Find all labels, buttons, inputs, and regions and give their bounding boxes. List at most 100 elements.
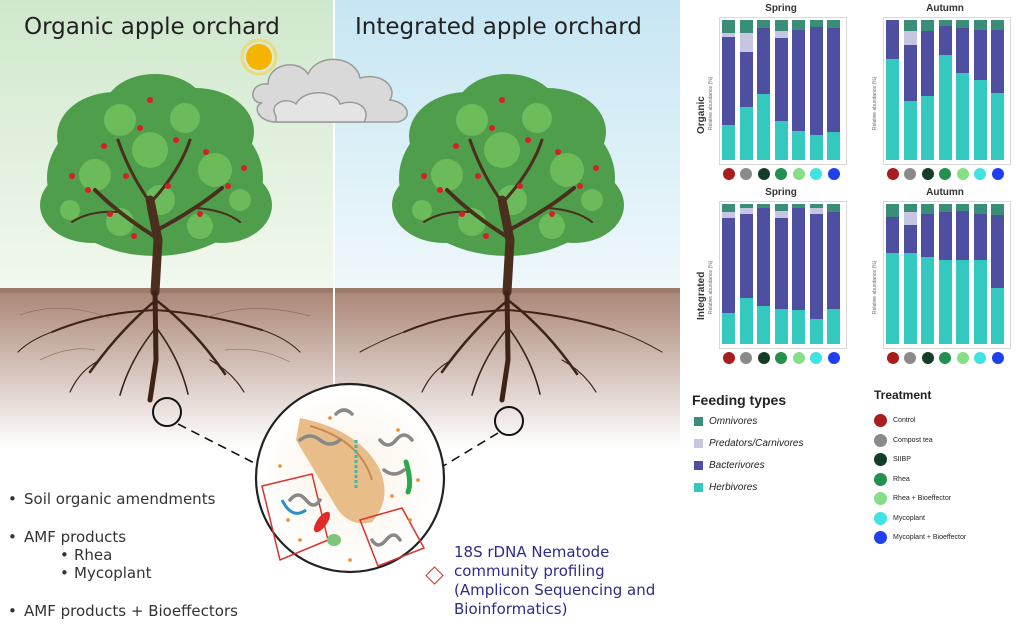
bar-segment-herbivores: [921, 95, 934, 160]
bar-segment-bacterivores: [722, 218, 735, 314]
bullet-item: AMF products Rhea Mycoplant: [6, 528, 238, 582]
bar-segment-bacterivores: [809, 27, 823, 135]
feeding-legend-item: Predators/Carnivores: [694, 438, 803, 449]
legend-label: Bacterivores: [709, 460, 765, 471]
stacked-bar: [921, 204, 934, 344]
stacked-bar: [809, 20, 823, 160]
treatment-label: Mycoplant: [893, 514, 925, 522]
bar-segment-omnivores: [827, 204, 840, 213]
chart-organic-autumn: Autumn Relative abundance (%): [870, 3, 1020, 184]
treatment-legend-title: Treatment: [874, 388, 932, 402]
treatment-color-dot: [874, 511, 887, 525]
sun-icon: [240, 38, 278, 76]
feeding-legend-item: Herbivores: [694, 482, 757, 493]
bar-segment-omnivores: [991, 204, 1004, 216]
treatment-dot: [792, 168, 805, 180]
bullet-item: AMF products + Bioeffectors: [6, 602, 238, 620]
bar-segment-omnivores: [792, 20, 805, 30]
bar-segment-omnivores: [921, 20, 934, 32]
stacked-bar: [722, 204, 735, 344]
bullet-text: AMF products + Bioeffectors: [24, 602, 238, 620]
bar-segment-predators-carnivores: [722, 32, 735, 37]
feeding-legend-item: Omnivores: [694, 416, 757, 427]
stacked-bar: [938, 204, 952, 344]
bar-segment-herbivores: [827, 309, 840, 344]
bar-segment-herbivores: [886, 253, 899, 344]
legend-swatch: [694, 417, 703, 426]
bar-segment-omnivores: [757, 204, 770, 209]
bar-segment-herbivores: [956, 73, 969, 160]
stacked-bar: [903, 20, 917, 160]
chart-integrated-autumn: Autumn Relative abundance (%): [870, 187, 1020, 368]
stacked-bar: [991, 20, 1004, 160]
bar-segment-omnivores: [921, 204, 934, 214]
feeding-legend-item: Bacterivores: [694, 460, 765, 471]
treatment-label: Control: [893, 417, 916, 424]
bar-segment-bacterivores: [921, 213, 934, 258]
bar-segment-omnivores: [757, 20, 770, 29]
chart-integrated-spring: Spring Relative abundance (%): [706, 187, 856, 368]
bar-segment-bacterivores: [757, 208, 770, 307]
treatment-dot: [810, 168, 822, 180]
treatment-dot: [974, 352, 986, 364]
treatment-dot: [991, 168, 1004, 180]
stacked-bar: [956, 20, 969, 160]
treatment-dot: [757, 168, 770, 180]
legend-label: Omnivores: [709, 416, 758, 427]
treatment-dot: [904, 352, 916, 364]
bar-segment-herbivores: [973, 260, 987, 344]
stacked-bar: [886, 204, 899, 344]
treatment-dot: [921, 352, 934, 364]
treatment-bullet-list: Soil organic amendments AMF products Rhe…: [6, 490, 238, 640]
bar-segment-bacterivores: [938, 212, 952, 260]
treatment-dot: [974, 168, 986, 180]
season-label: Autumn: [926, 3, 964, 14]
stacked-bar: [973, 20, 987, 160]
bar-segment-omnivores: [774, 204, 788, 211]
treatment-dot: [886, 352, 899, 364]
zoom-line-left: [177, 423, 269, 471]
bar-segment-bacterivores: [956, 28, 969, 74]
bar-segment-omnivores: [938, 20, 952, 26]
plot-area: [883, 201, 1011, 349]
treatment-color-dot: [874, 453, 887, 466]
stacked-bar: [792, 204, 805, 344]
bar-segment-herbivores: [991, 92, 1004, 160]
legend-swatch: [694, 483, 703, 492]
season-label: Spring: [765, 3, 797, 14]
bar-segment-omnivores: [739, 20, 753, 33]
bar-segment-omnivores: [774, 20, 788, 32]
bar-segment-bacterivores: [973, 213, 987, 260]
root-sample-point-organic: [152, 397, 182, 427]
bar-segment-herbivores: [938, 55, 952, 160]
stacked-bar: [739, 20, 753, 160]
bar-segment-herbivores: [722, 125, 735, 160]
treatment-legend-item: SIIBP: [874, 453, 911, 466]
treatment-dot: [740, 168, 752, 180]
bar-segment-omnivores: [956, 204, 969, 211]
treatment-dot: [775, 168, 787, 180]
stacked-bar: [827, 204, 840, 344]
treatment-label: SIIBP: [893, 456, 911, 463]
bar-segment-omnivores: [809, 204, 823, 209]
profiling-method-text: 18S rDNA Nematode community profiling (A…: [454, 543, 656, 618]
orchard-illustration: Organic apple orchard Integrated apple o…: [0, 0, 680, 640]
bar-segment-herbivores: [739, 297, 753, 344]
bar-segment-herbivores: [903, 101, 917, 160]
treatment-label: Rhea: [893, 475, 910, 483]
bar-segment-herbivores: [973, 80, 987, 160]
bar-segment-bacterivores: [792, 208, 805, 311]
bar-segment-bacterivores: [739, 52, 753, 107]
treatment-color-dot: [874, 492, 887, 505]
bar-segment-bacterivores: [809, 213, 823, 319]
bar-segment-herbivores: [774, 309, 788, 344]
treatment-legend-item: Mycoplant + Bioeffector: [874, 531, 966, 544]
legend-swatch: [694, 439, 703, 448]
treatment-dot: [827, 352, 840, 364]
treatment-dot: [939, 168, 951, 180]
treatment-dot: [956, 352, 969, 364]
season-label: Autumn: [926, 187, 964, 198]
orchard-scene-graphic: [0, 0, 680, 574]
bullet-item: Soil organic amendments: [6, 490, 238, 508]
stacked-bar: [956, 204, 969, 344]
